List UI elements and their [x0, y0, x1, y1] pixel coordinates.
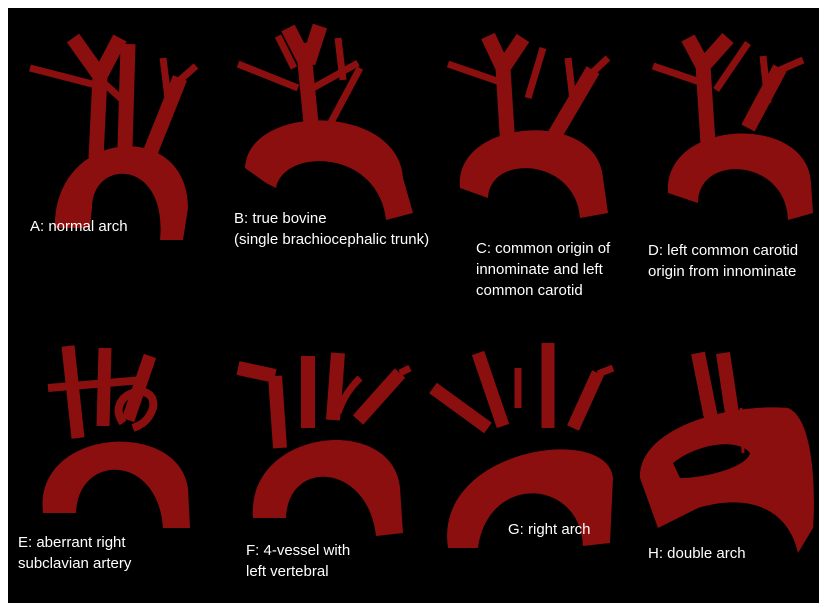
caption-c: C: common origin of innominate and left … [476, 238, 610, 301]
diagram-e-aberrant-right-subclavian [43, 346, 190, 528]
figure-panel: A: normal arch B: true bovine (single br… [8, 8, 819, 603]
caption-g: G: right arch [508, 519, 591, 540]
caption-f: F: 4-vessel with left vertebral [246, 540, 350, 582]
diagram-h-double-arch [640, 353, 814, 553]
diagram-c-common-origin [448, 36, 608, 218]
diagram-a-normal-arch [30, 38, 196, 240]
caption-a: A: normal arch [30, 216, 128, 237]
caption-d: D: left common carotid origin from innom… [648, 240, 798, 282]
caption-b: B: true bovine (single brachiocephalic t… [234, 208, 429, 250]
diagram-b-true-bovine [238, 26, 413, 220]
diagram-g-right-arch [433, 343, 613, 548]
diagram-d-lcca-from-innominate [653, 38, 813, 220]
arch-diagrams [8, 8, 819, 603]
caption-h: H: double arch [648, 543, 746, 564]
diagram-f-four-vessel [238, 353, 410, 536]
caption-e: E: aberrant right subclavian artery [18, 532, 131, 574]
